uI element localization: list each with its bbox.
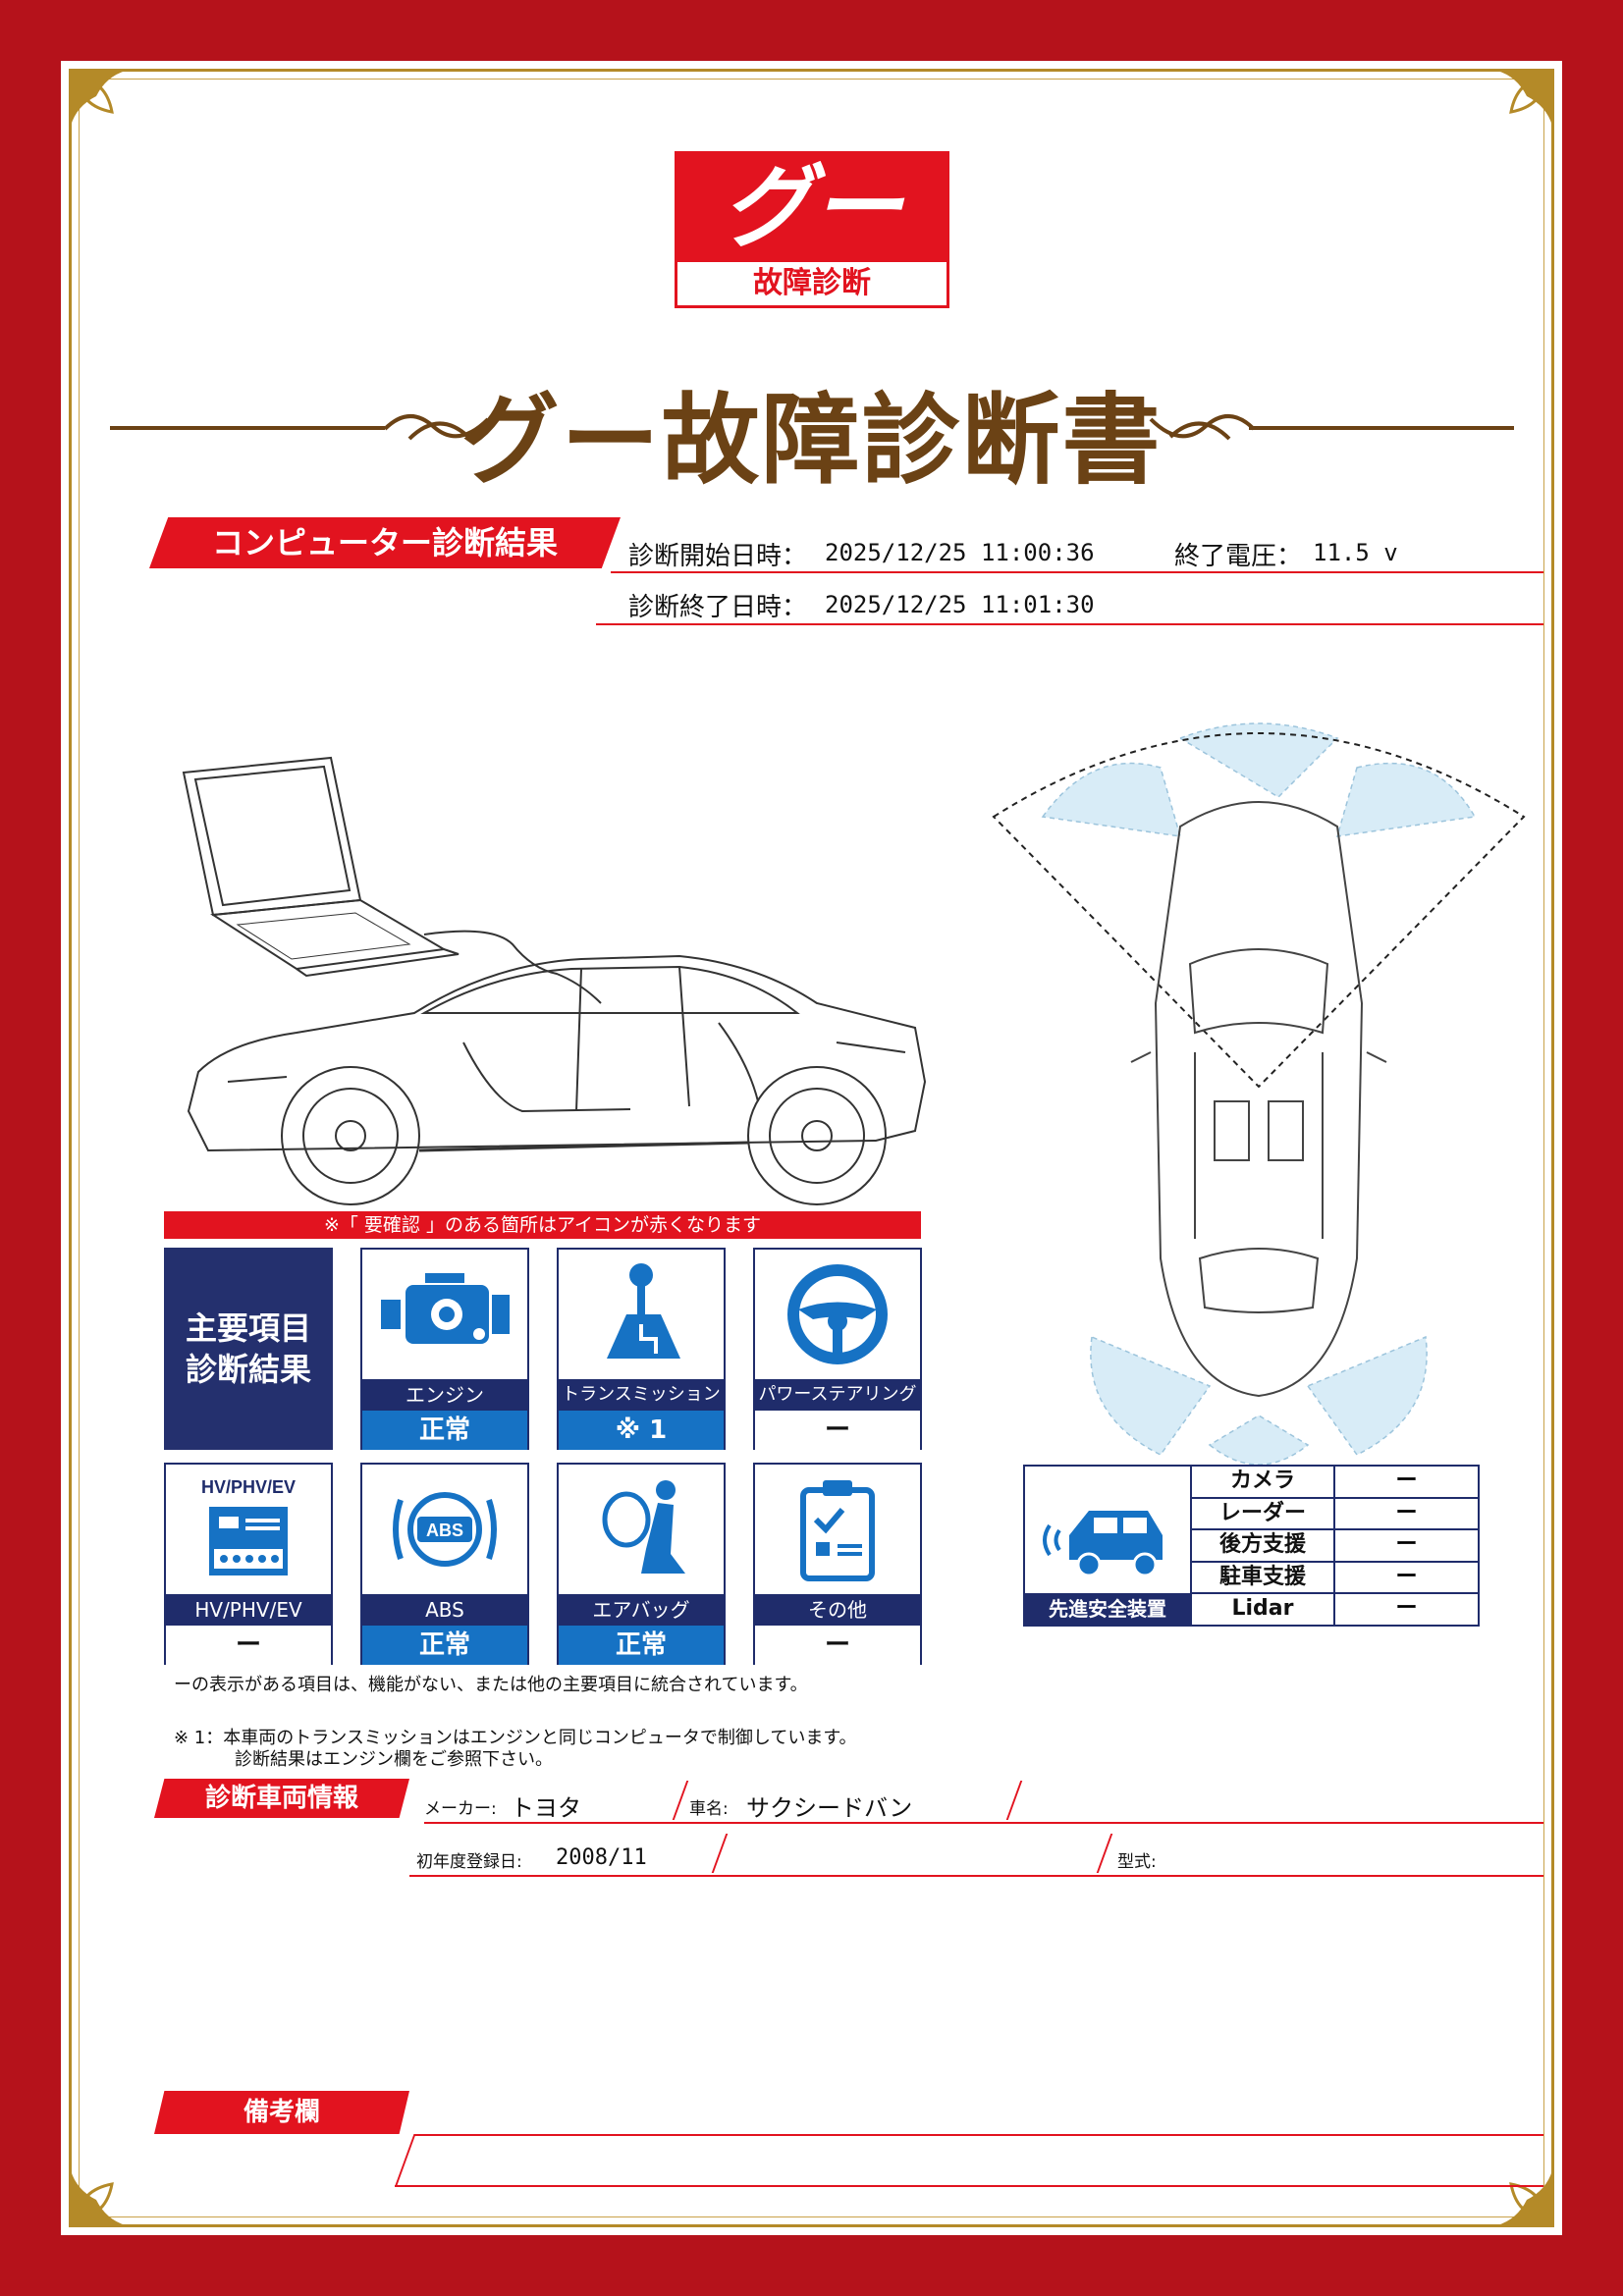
abs-icon-label: ABS (426, 1521, 463, 1540)
adas-row-parking-assist: 駐車支援 ー (1192, 1562, 1478, 1595)
adas-row-radar: レーダー ー (1192, 1498, 1478, 1531)
adas-label: 後方支援 (1192, 1530, 1335, 1561)
end-time-value: 2025/12/25 11:01:30 (825, 591, 1095, 618)
car-sensor-icon (1043, 1511, 1163, 1577)
hybrid-result-cell: HV/PHV/EV HV/PHV/EV ー (164, 1463, 333, 1665)
dash-note: ーの表示がある項目は、機能がない、または他の主要項目に統合されています。 (174, 1675, 808, 1695)
adas-label: 駐車支援 (1192, 1562, 1335, 1593)
adas-icon-cell: 先進安全装置 (1025, 1467, 1192, 1625)
maker-label: メーカー: (424, 1799, 497, 1819)
item-name: トランスミッション (559, 1379, 724, 1411)
other-result-cell: その他 ー (753, 1463, 922, 1665)
divider (596, 623, 1543, 625)
item-name: HV/PHV/EV (166, 1594, 331, 1626)
footnote-1: ※ 1：本車両のトランスミッションはエンジンと同じコンピュータで制御しています。 (174, 1728, 857, 1748)
adas-caption: 先進安全装置 (1025, 1593, 1190, 1625)
adas-table: 先進安全装置 カメラ ー レーダー ー 後方支援 ー 駐車支援 ー Lidar … (1023, 1465, 1480, 1627)
main-items-label: 主要項目 診断結果 (164, 1248, 333, 1450)
adas-label: レーダー (1192, 1498, 1335, 1529)
end-voltage-value: 11.5 v (1313, 539, 1398, 566)
logo-subtitle: 故障診断 (753, 266, 871, 300)
adas-value: ー (1395, 1468, 1418, 1493)
steering-wheel-icon (755, 1250, 920, 1379)
adas-label: カメラ (1192, 1467, 1335, 1497)
corner-ornament-icon (1497, 71, 1552, 126)
main-items-text: 主要項目 診断結果 (185, 1309, 311, 1388)
item-name: エアバッグ (559, 1594, 724, 1626)
adas-label: Lidar (1192, 1594, 1335, 1627)
hybrid-icon-label: HV/PHV/EV (201, 1477, 296, 1497)
item-status: 正常 (362, 1411, 527, 1450)
footnote-1-cont: 診断結果はエンジン欄をご参照下さい。 (235, 1749, 553, 1770)
corner-ornament-icon (1497, 2170, 1552, 2225)
adas-value: ー (1395, 1500, 1418, 1525)
gold-frame-inner (79, 79, 1544, 2217)
vehicle-info-header: 診断車両情報 (154, 1779, 409, 1818)
flourish-left-icon (383, 414, 490, 441)
logo-mark: グー (677, 154, 947, 262)
divider (611, 571, 1543, 573)
item-status: ー (755, 1411, 920, 1450)
engine-result-cell: エンジン 正常 (360, 1248, 529, 1450)
airbag-icon (559, 1465, 724, 1594)
item-status: ー (166, 1626, 331, 1665)
item-name: ABS (362, 1594, 527, 1626)
adas-row-lidar: Lidar ー (1192, 1594, 1478, 1627)
airbag-result-cell: エアバッグ 正常 (557, 1463, 726, 1665)
corner-ornament-icon (71, 2170, 126, 2225)
clipboard-icon (755, 1465, 920, 1594)
car-name-value: サクシードバン (746, 1794, 913, 1822)
adas-value: ー (1395, 1532, 1418, 1558)
document-title: グー故障診断書 (460, 382, 1163, 498)
engine-icon (362, 1250, 527, 1379)
end-voltage-label: 終了電圧： (1174, 542, 1303, 571)
remarks-line (414, 2134, 1543, 2136)
title-rule-right (1249, 426, 1514, 430)
start-time-label: 診断開始日時： (628, 542, 808, 571)
car-top-illustration (992, 722, 1526, 1466)
item-status: 正常 (559, 1626, 724, 1665)
registration-label: 初年度登録日: (416, 1852, 522, 1872)
gear-shift-icon (559, 1250, 724, 1379)
remarks-line (395, 2185, 1543, 2187)
abs-result-cell: ABS ABS 正常 (360, 1463, 529, 1665)
hybrid-battery-icon: HV/PHV/EV (166, 1465, 331, 1594)
adas-row-camera: カメラ ー (1192, 1467, 1478, 1499)
car-name-label: 車名: (689, 1799, 729, 1819)
item-status: 正常 (362, 1626, 527, 1665)
item-name: その他 (755, 1594, 920, 1626)
title-rule-left (110, 426, 385, 430)
model-label: 型式: (1117, 1852, 1157, 1872)
end-time-label: 診断終了日時： (628, 593, 808, 622)
flourish-right-icon (1149, 414, 1256, 441)
computer-diagnosis-header: コンピューター診断結果 (149, 517, 621, 568)
item-status: ※ 1 (559, 1411, 724, 1450)
goo-logo: グー 故障診断 (675, 151, 949, 308)
registration-value: 2008/11 (556, 1845, 647, 1870)
power-steering-result-cell: パワーステアリング ー (753, 1248, 922, 1450)
remarks-header: 備考欄 (154, 2091, 409, 2134)
corner-ornament-icon (71, 71, 126, 126)
abs-icon: ABS (362, 1465, 527, 1594)
item-name: パワーステアリング (755, 1379, 920, 1411)
transmission-result-cell: トランスミッション ※ 1 (557, 1248, 726, 1450)
gold-frame (69, 69, 1554, 2227)
divider (424, 1822, 1543, 1824)
car-side-illustration (182, 756, 927, 1205)
adas-row-rear-assist: 後方支援 ー (1192, 1530, 1478, 1563)
notice-banner: ※「 要確認 」のある箇所はアイコンが赤くなります (164, 1211, 921, 1239)
adas-value: ー (1395, 1596, 1418, 1622)
item-name: エンジン (362, 1379, 527, 1411)
maker-value: トヨタ (511, 1794, 581, 1822)
divider (409, 1875, 1543, 1877)
report-page: グー 故障診断 グー故障診断書 コンピューター診断結果 診断開始日時： 2025… (61, 61, 1562, 2235)
start-time-value: 2025/12/25 11:00:36 (825, 539, 1095, 566)
item-status: ー (755, 1626, 920, 1665)
adas-value: ー (1395, 1564, 1418, 1589)
